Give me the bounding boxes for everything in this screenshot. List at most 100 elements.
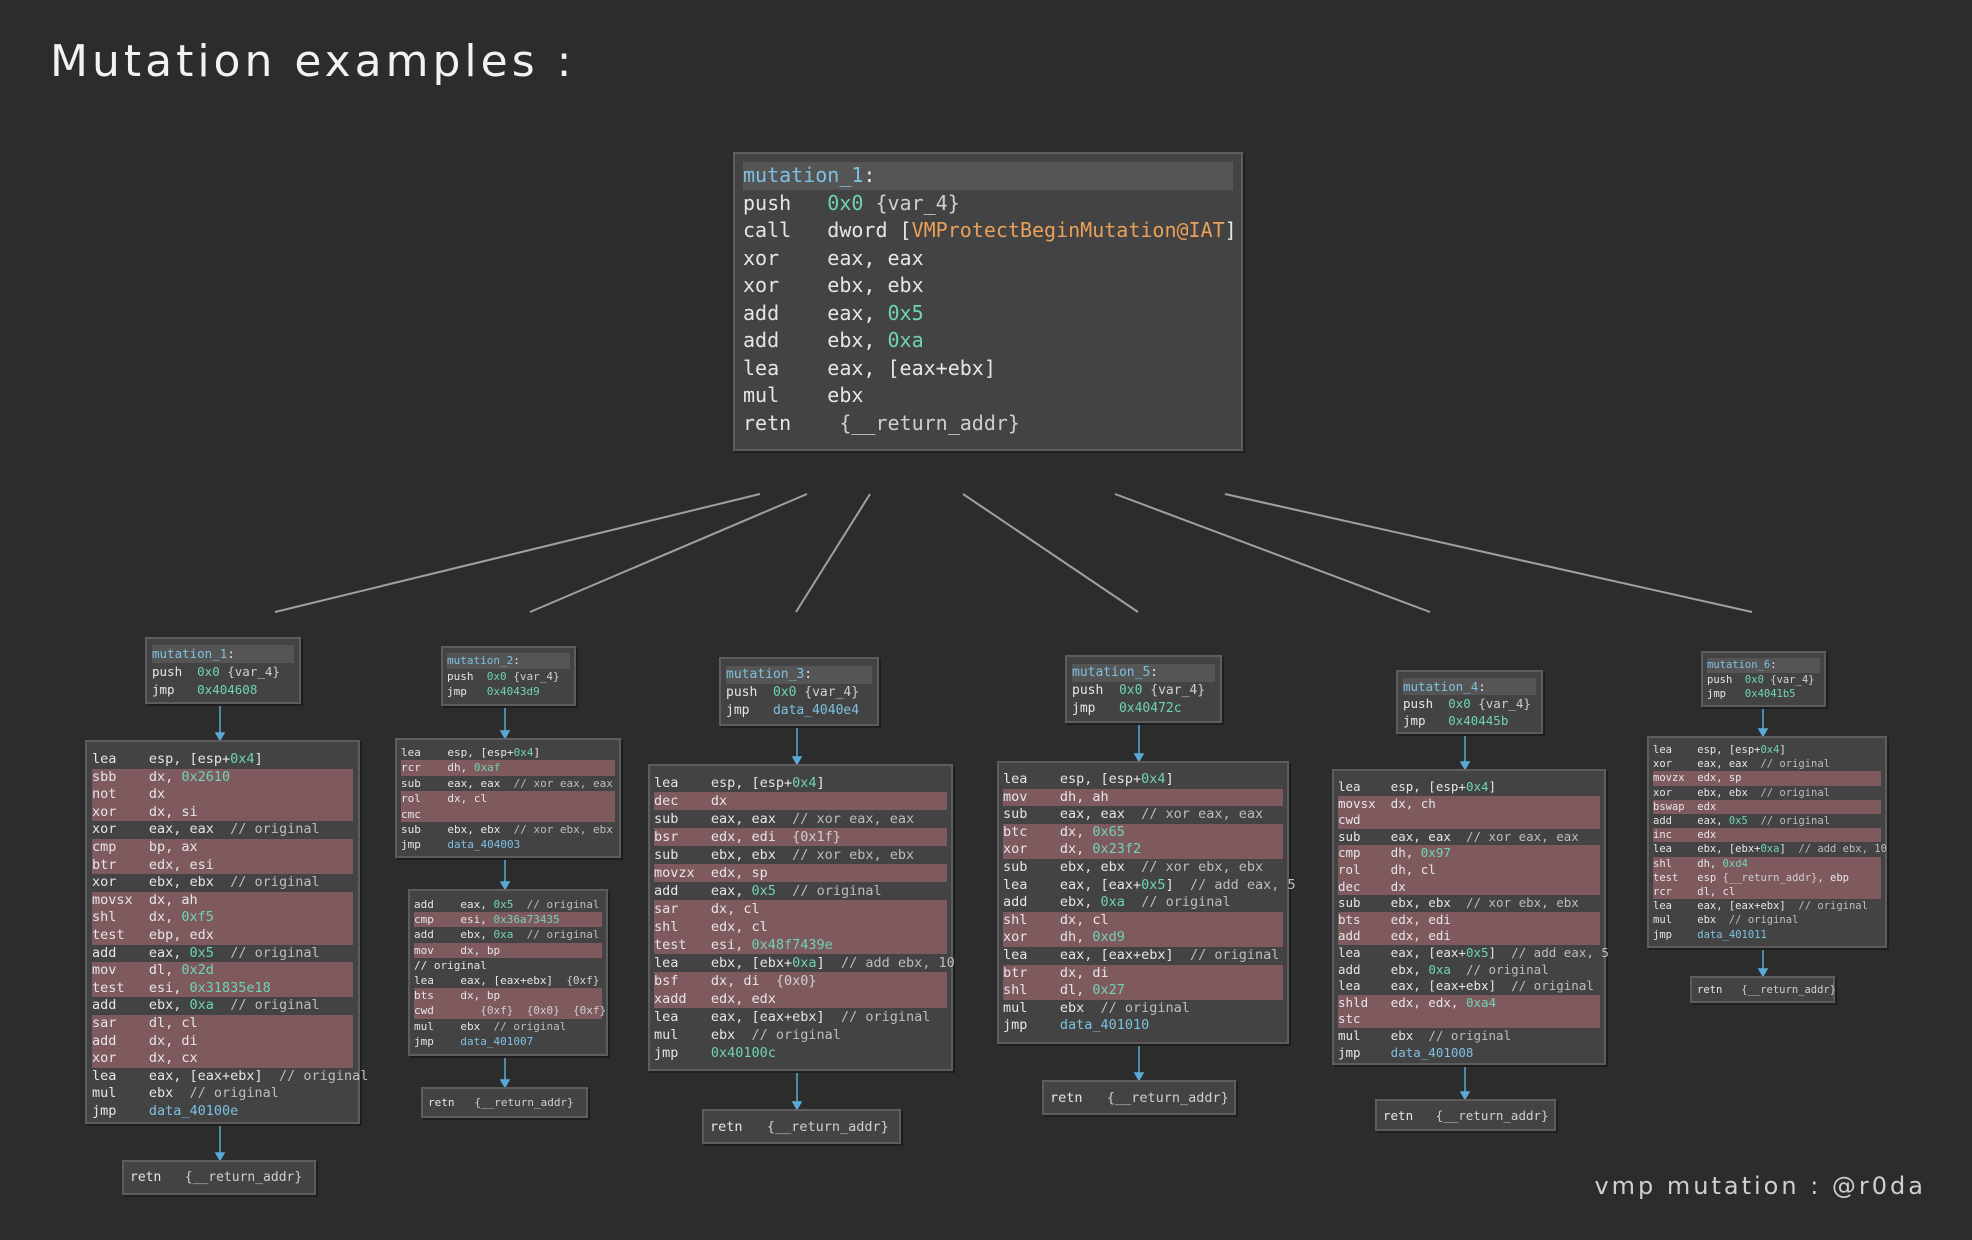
fan-line-1 — [274, 493, 761, 613]
mnemonic: jmp — [1003, 1017, 1028, 1034]
operands: ebx, 0xa // original — [148, 997, 320, 1014]
operands: data_401007 — [460, 1034, 534, 1048]
mnemonic: xor — [1003, 841, 1028, 858]
operands: ebx, 0xa // original — [460, 928, 600, 942]
mnemonic: test — [1653, 871, 1679, 884]
operands: {__return_addr} — [1435, 1108, 1549, 1123]
operands: edx, esi — [148, 856, 214, 873]
mnemonic: push — [152, 664, 183, 679]
operands: esp, [esp+0x4] — [1697, 744, 1786, 756]
operands: eax, [eax+ebx] // original — [1390, 978, 1594, 994]
operands: ebx, ebx // original — [1697, 786, 1831, 799]
mnemonic: push — [1072, 683, 1104, 698]
mnemonic: lea — [654, 1009, 679, 1025]
mutation-5-retn-block[interactable]: retn{__return_addr} — [1042, 1080, 1236, 1115]
mnemonic: shl — [1003, 911, 1028, 928]
mutation-1-retn-block[interactable]: retn{__return_addr} — [122, 1160, 316, 1195]
fan-line-2 — [529, 493, 808, 613]
mnemonic: lea — [1653, 843, 1672, 856]
operands: dh, 0xd9 — [1059, 929, 1125, 946]
fan-line-5 — [1114, 493, 1431, 613]
operands: ebx — [827, 383, 864, 407]
operands: data_40100e — [148, 1102, 239, 1119]
operands: edx, edx — [710, 991, 776, 1007]
operands: ebx, ebx // xor ebx, ebx — [1390, 895, 1579, 911]
mnemonic: mul — [1338, 1027, 1361, 1043]
mnemonic: shl — [1653, 857, 1672, 870]
operands: ebx, ebx // xor ebx, ebx — [710, 847, 915, 863]
mnemonic: lea — [1338, 978, 1361, 994]
operands: dx, bp — [460, 943, 501, 957]
mnemonic: add — [654, 883, 679, 899]
mnemonic: jmp — [152, 682, 175, 697]
operands: eax, eax // xor eax, eax — [710, 811, 915, 827]
mnemonic: xor — [92, 803, 117, 820]
mnemonic: lea — [1338, 944, 1361, 960]
mnemonic: mul — [92, 1085, 117, 1102]
operands: dx, cl — [1059, 911, 1109, 928]
mutation-4-retn-block[interactable]: retn{__return_addr} — [1375, 1099, 1556, 1131]
mnemonic: jmp — [1653, 928, 1672, 941]
operands: data_4040e4 — [772, 703, 860, 718]
operands: 0x0 {var_4} — [1448, 696, 1531, 711]
mnemonic: lea — [1003, 771, 1028, 787]
operands: dx, cl — [710, 901, 760, 917]
mnemonic: not — [92, 786, 117, 803]
mnemonic: sbb — [92, 768, 117, 785]
operands: dx, 0x65 — [1059, 823, 1125, 840]
operands: ebx, [ebx+0xa] // add ebx, 10 — [710, 955, 955, 971]
instruction-line: push 0x0 {var_4} — [1403, 695, 1536, 712]
operands: eax, eax // xor eax, eax — [447, 776, 613, 790]
operands: dx, ch — [1390, 795, 1436, 811]
operands: edx, sp — [710, 865, 768, 881]
author-credit: vmp mutation : @r0da — [1594, 1172, 1926, 1200]
mnemonic: jmp — [92, 1102, 117, 1119]
operands: eax, eax // original — [148, 821, 320, 838]
mnemonic: push — [1403, 696, 1434, 711]
mnemonic: shl — [654, 919, 679, 935]
mnemonic: bsr — [654, 829, 679, 845]
operands: 0x4043d9 — [486, 685, 540, 698]
mutation-6-retn-block[interactable]: retn{__return_addr} — [1690, 976, 1836, 1003]
mutation-2-retn-block[interactable]: retn{__return_addr} — [421, 1087, 588, 1118]
mutation-3-retn-block[interactable]: retn{__return_addr} — [702, 1109, 901, 1144]
instruction-line: retn {__return_addr} — [743, 410, 1233, 438]
mnemonic: mul — [1003, 999, 1028, 1016]
